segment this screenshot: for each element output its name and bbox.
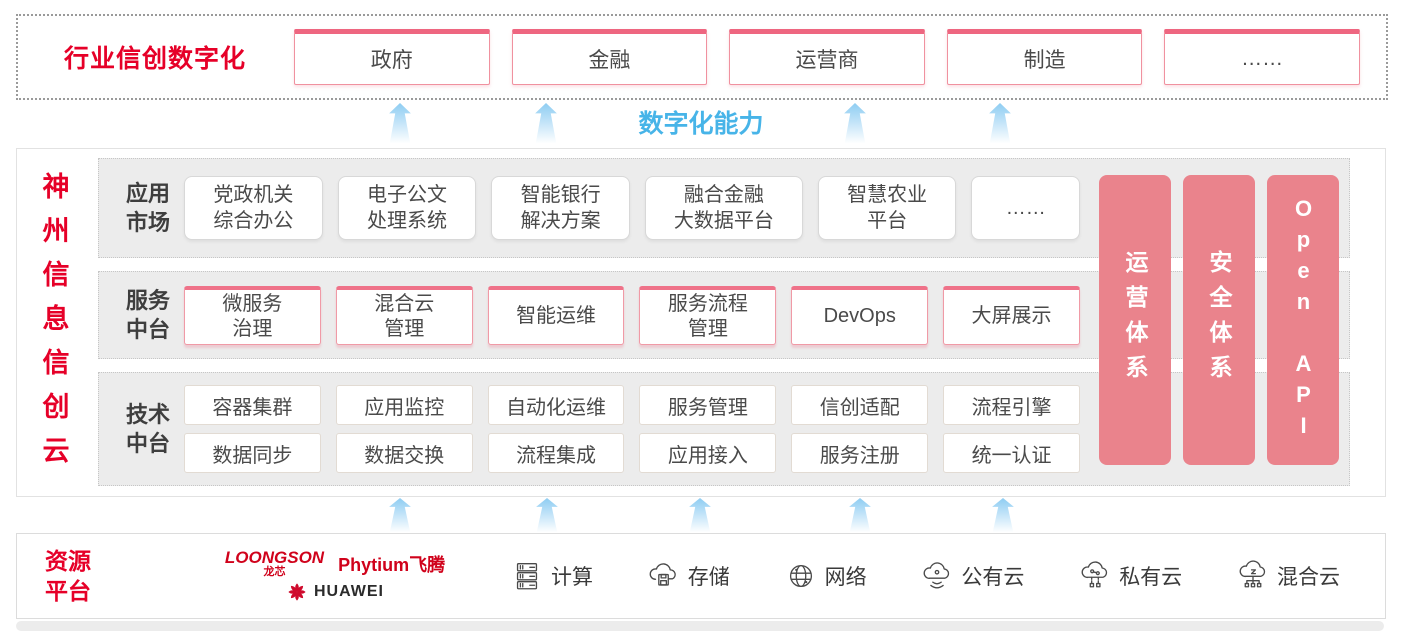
capability-band: 数字化能力 (0, 98, 1402, 148)
resource-platform-label: 资源 平台 (45, 548, 91, 604)
resource-platform-band: 资源 平台 LOONGSON 龙芯 Phytium飞腾 (16, 533, 1386, 619)
up-arrow-icon (844, 103, 866, 143)
public-cloud-icon (923, 562, 950, 589)
industry-box-finance: 金融 (511, 29, 708, 85)
up-arrow-icon (989, 103, 1011, 143)
app-box-more: …… (971, 176, 1080, 240)
resource-item-compute: 计算 (510, 559, 593, 593)
loongson-logo: LOONGSON 龙芯 (225, 549, 324, 578)
resource-item-storage: 存储 (647, 559, 730, 593)
svc-box-intelligent-ops: 智能运维 (487, 285, 625, 345)
pillar-open-api: Open API (1267, 175, 1339, 465)
capability-label: 数字化能力 (638, 110, 764, 138)
industry-box-operator: 运营商 (729, 29, 925, 85)
up-arrow-icon (689, 498, 711, 532)
huawei-logo: HUAWEI (286, 581, 384, 603)
pillar-operation-system: 运营体系 (1099, 175, 1171, 465)
tech-box-automated-ops: 自动化运维 (487, 385, 625, 425)
huawei-wordmark: HUAWEI (314, 583, 384, 600)
svc-box-devops: DevOps (791, 285, 929, 345)
tech-box-xinchuang-adaptation: 信创适配 (791, 385, 929, 425)
up-arrow-icon (389, 103, 411, 143)
tech-box-service-mgmt: 服务管理 (639, 385, 777, 425)
private-cloud-icon (1081, 561, 1108, 588)
resource-item-label: 存储 (687, 566, 730, 589)
resource-item-label: 私有云 (1119, 566, 1183, 589)
tech-box-data-exchange: 数据交换 (335, 433, 473, 473)
vendor-logos: LOONGSON 龙芯 Phytium飞腾 (215, 549, 455, 603)
industry-list: 政府 金融 运营商 制造 …… (294, 29, 1360, 85)
up-arrow-icon (536, 498, 558, 532)
resource-item-public-cloud: 公有云 (920, 559, 1024, 593)
tech-box-process-integration: 流程集成 (487, 433, 625, 473)
resource-item-network: 网络 (784, 559, 867, 593)
resource-item-hybrid-cloud: 混合云 (1236, 559, 1340, 593)
network-globe-icon (789, 564, 812, 588)
tech-platform-boxes: 容器集群 应用监控 自动化运维 服务管理 信创适配 流程引擎 数据同步 数据交换… (184, 385, 1080, 473)
pillar-security-system: 安全体系 (1183, 175, 1255, 465)
resource-items: 计算 存储 网络 (510, 559, 1340, 593)
up-arrow-icon (992, 498, 1014, 532)
tech-box-unified-auth: 统一认证 (943, 433, 1080, 473)
app-market-label: 应用 市场 (125, 181, 170, 235)
resource-arrow-band (0, 497, 1402, 533)
resource-item-private-cloud: 私有云 (1078, 559, 1182, 593)
loongson-chinese: 龙芯 (263, 566, 286, 578)
svc-box-service-process: 服务流程 管理 (639, 285, 777, 345)
up-arrow-icon (389, 498, 411, 532)
svc-box-big-screen: 大屏展示 (943, 285, 1080, 345)
app-box-smart-agriculture: 智慧农业 平台 (817, 176, 957, 240)
tech-box-data-sync: 数据同步 (184, 433, 321, 473)
app-box-smart-bank: 智能银行 解决方案 (491, 176, 630, 240)
industry-digitalization-band: 行业信创数字化 政府 金融 运营商 制造 …… (16, 14, 1388, 100)
app-market-boxes: 党政机关 综合办公 电子公文 处理系统 智能银行 解决方案 融合金融 大数据平台… (184, 176, 1080, 240)
hybrid-cloud-icon (1239, 560, 1266, 588)
platform-container: 神州信息信创云 应用 市场 党政机关 综合办公 电子公文 处理系统 智能银行 解… (16, 148, 1386, 497)
svc-box-microservice: 微服务 治理 (184, 285, 321, 345)
storage-cloud-icon (649, 563, 676, 586)
up-arrow-icon (849, 498, 871, 532)
svc-box-hybrid-cloud-mgmt: 混合云 管理 (335, 285, 473, 345)
up-arrow-icon (535, 103, 557, 143)
industry-band-title: 行业信创数字化 (64, 45, 247, 73)
tech-box-container-cluster: 容器集群 (184, 385, 321, 425)
resource-item-label: 网络 (824, 566, 867, 589)
tech-box-service-registry: 服务注册 (791, 433, 929, 473)
loongson-wordmark: LOONGSON (224, 548, 325, 567)
resource-item-label: 计算 (551, 566, 593, 589)
service-platform-label: 服务 中台 (125, 288, 170, 342)
industry-box-government: 政府 (294, 29, 490, 85)
phytium-logo: Phytium飞腾 (338, 554, 446, 575)
service-platform-boxes: 微服务 治理 混合云 管理 智能运维 服务流程 管理 DevOps 大屏展示 (184, 285, 1080, 345)
bottom-divider-bar (16, 621, 1384, 631)
app-box-finance-bigdata: 融合金融 大数据平台 (644, 176, 803, 240)
app-box-gov-office: 党政机关 综合办公 (184, 176, 323, 240)
tech-box-app-access: 应用接入 (639, 433, 777, 473)
app-market-panel: 应用 市场 党政机关 综合办公 电子公文 处理系统 智能银行 解决方案 融合金融… (98, 158, 1350, 258)
app-box-edoc-system: 电子公文 处理系统 (337, 176, 477, 240)
tech-box-app-monitoring: 应用监控 (335, 385, 473, 425)
compute-server-icon (516, 563, 538, 590)
huawei-flower-icon (288, 583, 306, 601)
industry-box-manufacturing: 制造 (946, 29, 1143, 85)
tech-platform-label: 技术 中台 (125, 402, 170, 456)
platform-vertical-title: 神州信息信创云 (42, 172, 70, 466)
resource-item-label: 公有云 (961, 566, 1025, 589)
tech-box-process-engine: 流程引擎 (943, 385, 1080, 425)
industry-box-more: …… (1164, 29, 1360, 85)
resource-item-label: 混合云 (1276, 566, 1340, 589)
